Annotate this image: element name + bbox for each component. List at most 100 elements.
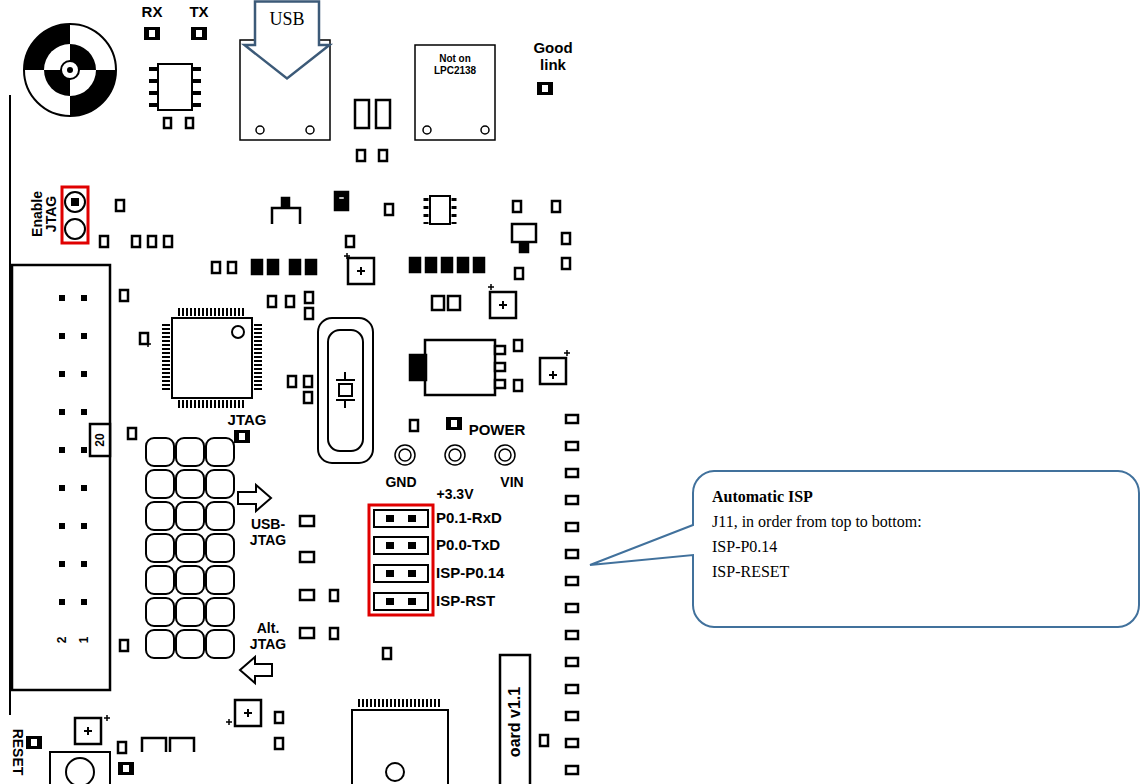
jtag-connector (90, 424, 110, 456)
board-edge (9, 95, 11, 715)
reset-button (50, 752, 110, 784)
target-mark (24, 24, 116, 116)
version-label: oard v1.1 (505, 687, 524, 757)
jumper-header (374, 510, 428, 610)
jtag-connector (81, 447, 87, 453)
smd-pad (566, 523, 578, 531)
smd-pad (513, 201, 521, 212)
led-pad (234, 430, 250, 443)
test-point-label: VIN (500, 474, 523, 491)
smd-pad (300, 516, 314, 526)
callout-line: J11, in order from top to bottom: (712, 509, 1120, 534)
qfp-chip (232, 326, 244, 338)
smd-pad (448, 296, 460, 310)
smd-pad (515, 268, 523, 279)
jtag-connector (59, 599, 65, 605)
electrolytic-capacitor (75, 253, 570, 744)
transistor-outline (282, 198, 289, 206)
smd-pad (268, 260, 278, 274)
led-pad (451, 420, 457, 427)
pin-number: 1 (77, 637, 91, 644)
smd-pad (305, 308, 313, 319)
callout-heading: Automatic ISP (712, 484, 1120, 509)
jumper-pins (65, 219, 85, 239)
highlight-box (62, 187, 433, 615)
qfp-chip (162, 324, 170, 392)
target-mark (61, 61, 79, 79)
qfp-chip (178, 308, 246, 316)
led-label: POWER (469, 421, 526, 439)
jtag-connector (59, 523, 65, 529)
smd-pad (186, 118, 193, 128)
crystal (344, 400, 346, 408)
smd-pad (566, 739, 578, 747)
smd-pad (410, 420, 418, 431)
bottom-chip (352, 703, 448, 784)
text-wrap: Automatic ISPJ11, in order from top to b… (692, 470, 1140, 598)
electrolytic-capacitor (490, 292, 516, 318)
crystal (318, 318, 373, 463)
jtag-connector (59, 447, 65, 453)
highlight-box (369, 505, 433, 615)
jtag-connector (59, 371, 65, 377)
test-point (449, 449, 461, 461)
pin-number: 2 (55, 637, 69, 644)
smd-pad (426, 258, 436, 272)
led-label: RX (142, 3, 163, 21)
header-label: Alt. JTAG (244, 620, 292, 652)
led-pad (537, 82, 553, 95)
voltage-regulator (410, 355, 426, 380)
direction-arrow (240, 657, 272, 683)
electrolytic-capacitor (104, 715, 110, 721)
smd-pad (383, 648, 391, 659)
smd-pad (566, 766, 578, 774)
jtag-connector (59, 485, 65, 491)
smd-pad (148, 236, 156, 247)
signal-name: ISP-P0.14 (436, 564, 504, 582)
callout-line: ISP-P0.14 (712, 534, 1120, 559)
led-pad (446, 417, 462, 430)
jtag-connector (81, 371, 87, 377)
pin-header (206, 630, 234, 658)
smd-pad (305, 292, 313, 303)
smd-pad (540, 735, 548, 746)
usb-connector (415, 45, 495, 140)
smd-pad (442, 258, 452, 272)
pin-header (176, 470, 204, 498)
smd-pad (552, 201, 560, 212)
smd-pad (335, 192, 348, 210)
crystal (339, 384, 352, 396)
soic-chip (193, 67, 201, 108)
jumper-header (387, 571, 393, 576)
jtag-connector (81, 295, 87, 301)
smd-pad (306, 260, 316, 274)
jumper-pins (72, 199, 78, 205)
smd-pad (286, 296, 294, 307)
smd-pad (300, 628, 314, 638)
usb-connector (357, 150, 365, 161)
led-pad (542, 85, 548, 92)
pin-header (146, 438, 174, 466)
jtag-connector (81, 523, 87, 529)
usb-connector (379, 150, 387, 161)
smd-pad (304, 392, 312, 403)
pin-header (206, 438, 234, 466)
crystal (328, 330, 363, 451)
electrolytic-capacitor (540, 358, 566, 384)
jtag-connector (81, 333, 87, 339)
voltage-regulator (495, 346, 505, 354)
smd-pad (338, 196, 345, 200)
smd-pad (164, 236, 172, 247)
electrolytic-capacitor (235, 700, 261, 726)
smd-pad (562, 233, 570, 244)
soic-chip (149, 67, 157, 108)
header-label: USB-JTAG (244, 516, 292, 548)
smd-pad (514, 340, 522, 351)
electrolytic-capacitor (226, 719, 232, 725)
smd-pad (100, 118, 578, 774)
smd-pad (566, 658, 578, 666)
direction-arrow (238, 485, 272, 683)
electrolytic-capacitor (564, 350, 570, 356)
jumper-header (409, 543, 415, 548)
electrolytic-capacitor (344, 253, 350, 259)
